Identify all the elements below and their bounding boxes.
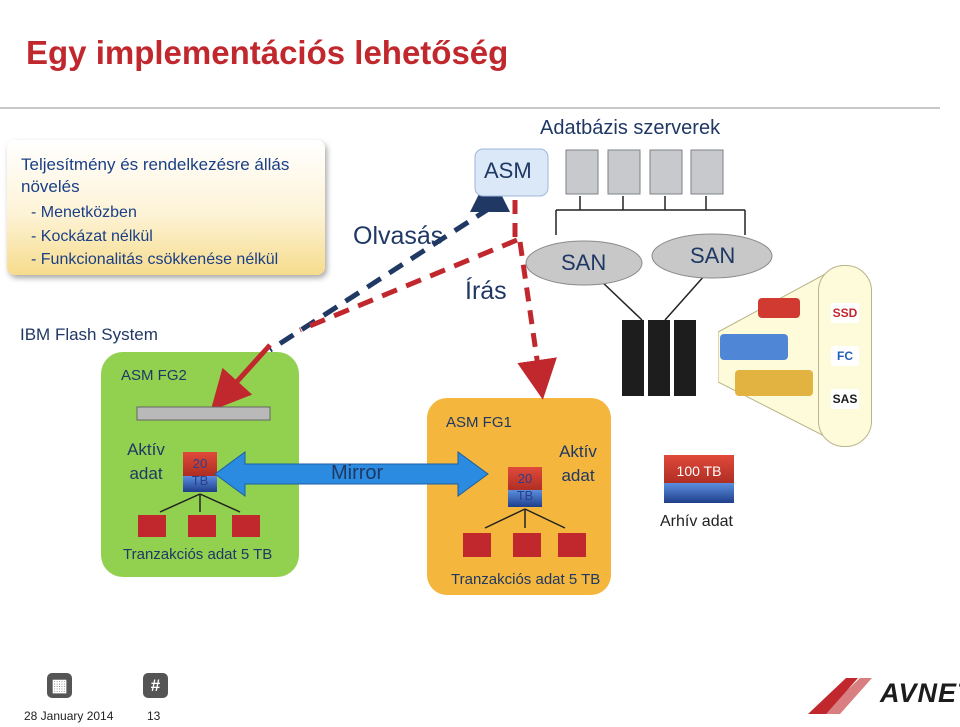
footer-date: 28 January 2014 [24, 709, 114, 723]
disk-20tb-right-label: 20 TB [516, 471, 534, 503]
asm-box [474, 148, 549, 197]
ssd-tag: SSD [831, 303, 859, 323]
disk-20tb-right [508, 467, 542, 507]
callout-box: Teljesítmény és rendelkezésre állás növe… [7, 140, 325, 275]
storage-tier-panel: SSD FC SAS [818, 265, 872, 447]
db-servers-label: Adatbázis szerverek [540, 117, 721, 139]
asm-fg1-label: ASM FG1 [446, 414, 512, 431]
sas-tag: SAS [831, 389, 859, 409]
aktiv-adat-right: Aktív adat [559, 442, 597, 485]
iras-label: Írás [465, 277, 507, 305]
cloud-icon [525, 233, 773, 286]
disk-100tb [664, 455, 734, 503]
callout-item: - Kockázat nélkül [31, 228, 153, 245]
hash-icon: # [143, 673, 168, 698]
server-links [555, 196, 746, 321]
avnet-logo-text: AVNET [880, 678, 960, 708]
title-divider [0, 107, 940, 109]
storage-rack [622, 320, 696, 396]
disk-100tb-label: 100 TB [676, 463, 722, 479]
aktiv-adat-left: Aktív adat [127, 440, 165, 483]
read-arrow [268, 172, 510, 353]
callout-item: - Funkcionalitás csökkenése nélkül [31, 251, 279, 268]
flash-system-label: IBM Flash System [20, 325, 158, 344]
avnet-logo [808, 678, 872, 714]
callout-heading: Teljesítmény és rendelkezésre állás növe… [21, 155, 290, 196]
asm-label: ASM [484, 158, 532, 183]
disk-20tb-left-label: 20 TB [191, 456, 209, 488]
fc-tag: FC [831, 346, 859, 366]
tree-lines [159, 493, 566, 529]
mirror-arrow [214, 451, 489, 497]
calendar-icon: ▦ [47, 673, 72, 698]
footer-page-number: 13 [147, 709, 161, 723]
server-icon [565, 149, 724, 195]
asm-fg2-label: ASM FG2 [121, 367, 187, 384]
tranz-left-label: Tranzakciós adat 5 TB [123, 546, 273, 563]
write-arrow [210, 200, 557, 411]
disk-20tb-left [183, 452, 217, 492]
slide-title: Egy implementációs lehetőség [26, 34, 509, 71]
disk-stack-icon [720, 298, 813, 396]
small-disk [138, 515, 586, 557]
olvasas-label: Olvasás [353, 222, 444, 250]
flash-unit [136, 406, 271, 421]
archive-label: Arhív adat [660, 513, 733, 530]
mirror-label: Mirror [331, 462, 384, 484]
san-label-1: SAN [561, 250, 607, 275]
tranz-right-label: Tranzakciós adat 5 TB [451, 571, 601, 588]
san-label-2: SAN [690, 243, 736, 268]
callout-item: - Menetközben [31, 204, 137, 221]
